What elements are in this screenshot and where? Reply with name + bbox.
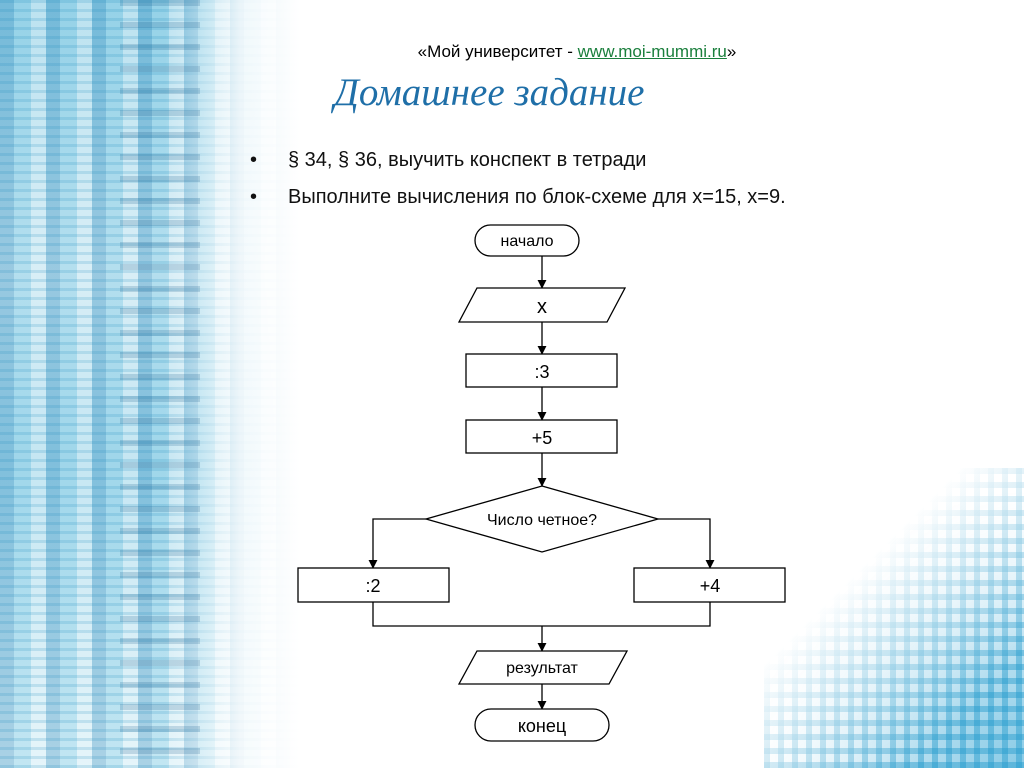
flow-add-5: +5 [465,419,618,454]
flow-add-4: +4 [633,567,786,603]
flow-output-label: результат [506,660,578,677]
bullet-item: • Выполните вычисления по блок-схеме для… [250,182,786,219]
flow-decision-label: Число четное? [487,512,597,529]
flow-divide-by-2-label: :2 [365,576,380,596]
flow-start-label: начало [500,233,553,250]
bullet-item: • § 34, § 36, выучить конспект в тетради [250,145,786,182]
merge-line [372,602,711,627]
background-pattern-left [0,0,300,768]
bullet-text: Выполните вычисления по блок-схеме для х… [288,186,786,208]
flow-end-label: конец [518,716,566,736]
header-prefix: «Мой университет - [417,42,578,61]
bullet-text: § 34, § 36, выучить конспект в тетради [288,149,647,171]
bullet-marker: • [250,186,258,208]
slide-title: Домашнее задание [334,71,645,114]
header-suffix: » [726,42,737,61]
header-line: «Мой университет - www.moi-mummi.ru» [0,42,1024,62]
flow-divide-by-3-label: :3 [534,362,549,382]
flow-end: конец [474,708,610,742]
arrow-decision-left [368,518,426,569]
background-pattern-right [764,468,1024,768]
arrow-decision-right [658,518,715,569]
flow-divide-by-3: :3 [465,353,618,388]
bullet-list: • § 34, § 36, выучить конспект в тетради… [250,145,786,219]
flow-input-label: x [537,296,547,318]
site-link[interactable]: www.moi-mummi.ru [577,42,727,61]
flow-add-4-label: +4 [700,576,721,596]
flow-start: начало [474,224,580,257]
flow-decision: Число четное? [423,485,661,553]
flow-add-5-label: +5 [532,428,553,448]
flow-output: результат [457,650,629,685]
bullet-marker: • [250,149,258,171]
flow-input: x [457,287,627,323]
flow-divide-by-2: :2 [297,567,450,603]
